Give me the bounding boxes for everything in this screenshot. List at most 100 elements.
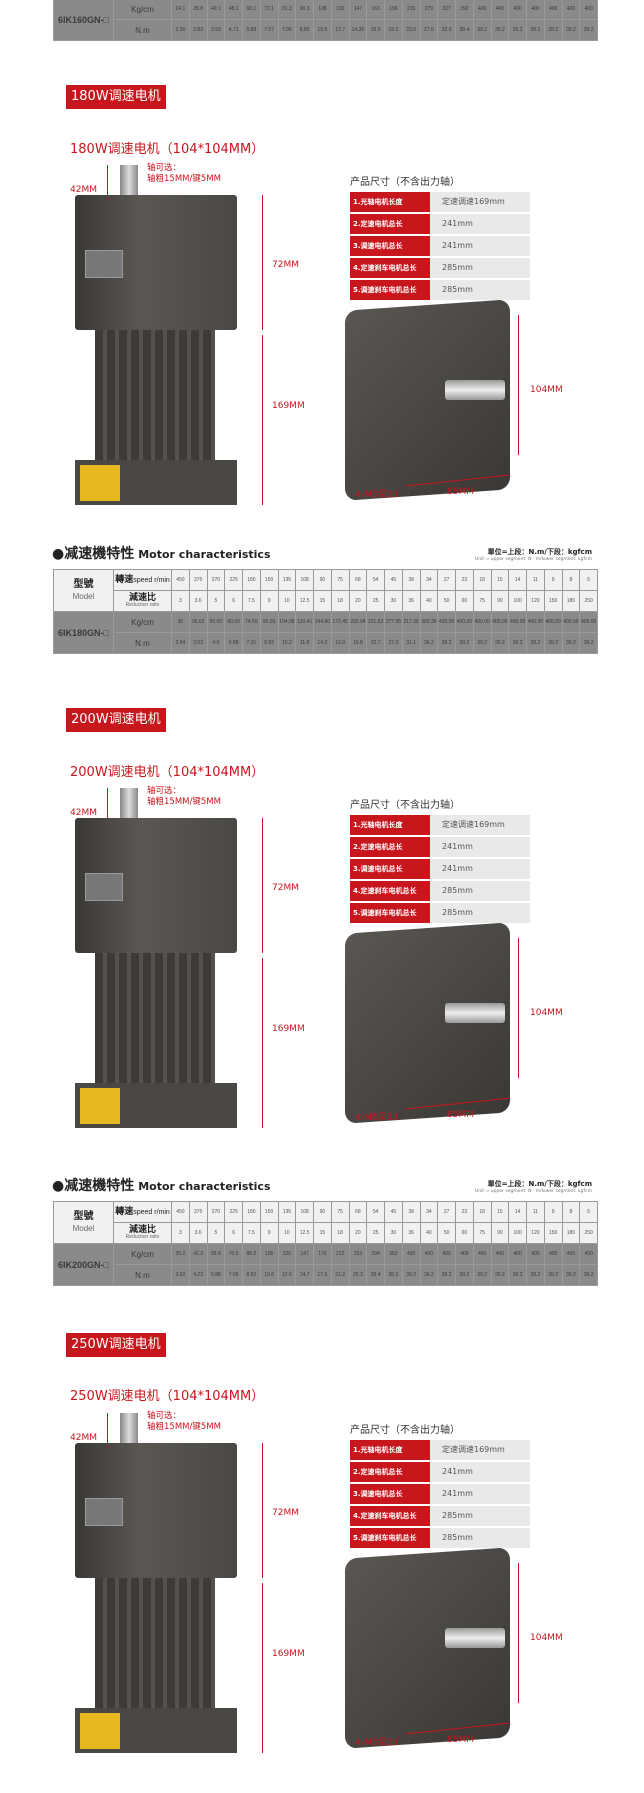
kg-value: 60.1 <box>242 0 261 20</box>
ratio-value: 90 <box>490 1222 510 1244</box>
speed-value: 34 <box>419 1201 439 1223</box>
size-key: 5.调速刹车电机总长 <box>350 903 430 923</box>
size-title: 产品尺寸（不含出力轴） <box>350 177 460 188</box>
kg-value: 81.3 <box>277 0 297 20</box>
ratio-value: 12.5 <box>295 590 314 612</box>
kg-value: 294 <box>366 1243 385 1265</box>
ratio-value: 120 <box>526 590 545 612</box>
kg-value: 24.1 <box>171 0 190 20</box>
speed-value: 68 <box>348 1201 368 1223</box>
section-title: 250W调速电机（104*104MM） <box>70 1389 265 1404</box>
ratio-value: 75 <box>472 1222 492 1244</box>
dim-line-72 <box>262 1443 263 1578</box>
char-title-en: Motor characteristics <box>138 548 271 561</box>
kg-value: 231.63 <box>366 611 385 633</box>
nm-value: 39.2 <box>455 632 474 654</box>
speed-value: 8 <box>561 569 581 591</box>
nm-value: 39.2 <box>543 632 563 654</box>
nm-value: 39.2 <box>472 19 492 41</box>
char-title-en: Motor characteristics <box>138 1180 271 1193</box>
kg-value: 400 <box>561 1243 581 1265</box>
nm-value: 2.94 <box>171 632 190 654</box>
ratio-value: 9 <box>259 590 279 612</box>
dim-169: 169MM <box>272 1649 305 1659</box>
unit-text: 單位=上段：N.m/下段：kgfcm <box>487 548 592 556</box>
size-key: 3.调速电机总长 <box>350 236 430 256</box>
speed-value: 27 <box>437 569 456 591</box>
nm-value: 4.71 <box>224 19 243 41</box>
speed-value: 18 <box>472 1201 492 1223</box>
shaft-note: 轴可选：轴粗15MM/键5MM <box>147 1411 221 1433</box>
nm-value: 39.2 <box>508 1264 527 1286</box>
nm-value: 39.2 <box>401 1264 421 1286</box>
size-key: 1.光轴电机长度 <box>350 1440 430 1460</box>
ratio-value: 75 <box>472 590 492 612</box>
kg-value: 30 <box>171 611 190 633</box>
ratio-value: 180 <box>561 1222 581 1244</box>
kg-value: 147 <box>348 0 368 20</box>
ratio-value: 15 <box>313 590 332 612</box>
nm-value: 35.3 <box>384 1264 403 1286</box>
nm-value: 19.8 <box>348 632 368 654</box>
speed-header: 轉速speed r/min <box>113 569 172 591</box>
kg-label: Kg/cm <box>113 611 172 633</box>
speed-value: 68 <box>348 569 368 591</box>
kg-value: 400 <box>472 0 492 20</box>
kg-value: 400 <box>508 1243 527 1265</box>
speed-value: 45 <box>384 1201 403 1223</box>
output-shaft-end <box>445 1003 505 1023</box>
size-value: 241mm <box>430 236 530 256</box>
kg-value: 392 <box>455 0 474 20</box>
size-key: 3.调速电机总长 <box>350 1484 430 1504</box>
speed-value: 14 <box>508 569 527 591</box>
nm-value: 7.31 <box>242 632 261 654</box>
kg-value: 400 <box>579 0 598 20</box>
dim-72: 72MM <box>272 883 299 893</box>
ratio-value: 40 <box>419 1222 439 1244</box>
speed-value: 54 <box>366 1201 385 1223</box>
speed-value: 38 <box>401 569 421 591</box>
size-value: 241mm <box>430 214 530 234</box>
output-shaft <box>120 1413 138 1443</box>
ratio-value: 50 <box>437 1222 456 1244</box>
ratio-value: 7.5 <box>242 1222 261 1244</box>
shaft-note-1: 轴可选： <box>147 1411 182 1421</box>
nm-value: 5.89 <box>242 19 261 41</box>
speed-value: 11 <box>526 569 545 591</box>
kg-value: 48.1 <box>224 0 243 20</box>
nm-value: 14.2 <box>313 632 332 654</box>
ratio-en: Reduction ratio <box>125 602 160 608</box>
ratio-value: 100 <box>508 590 527 612</box>
nm-value: 39.2 <box>419 1264 439 1286</box>
unit-sub: Unit = upper segment: N · m/lower segmen… <box>475 1189 592 1194</box>
speed-value: 27 <box>437 1201 456 1223</box>
nm-value: 39.2 <box>508 632 527 654</box>
kg-value: 400 <box>579 1243 598 1265</box>
shaft-note-2: 轴粗15MM/键5MM <box>147 1422 221 1432</box>
size-key: 2.定速电机总长 <box>350 837 430 857</box>
kg-value: 317.35 <box>401 611 421 633</box>
speed-value: 270 <box>206 569 226 591</box>
size-key: 1.光轴电机长度 <box>350 815 430 835</box>
ratio-value: 3 <box>171 1222 190 1244</box>
dim-104: 104MM <box>530 1008 563 1018</box>
kg-value: 400 <box>543 1243 563 1265</box>
speed-value: 450 <box>171 1201 190 1223</box>
speed-value: 180 <box>242 1201 261 1223</box>
kg-value: 400 <box>526 0 545 20</box>
kg-label: Kg/cm <box>113 1243 172 1265</box>
kg-value: 277.55 <box>384 611 403 633</box>
size-value: 285mm <box>430 258 530 278</box>
dim-line-169 <box>262 958 263 1128</box>
ratio-value: 40 <box>419 590 439 612</box>
